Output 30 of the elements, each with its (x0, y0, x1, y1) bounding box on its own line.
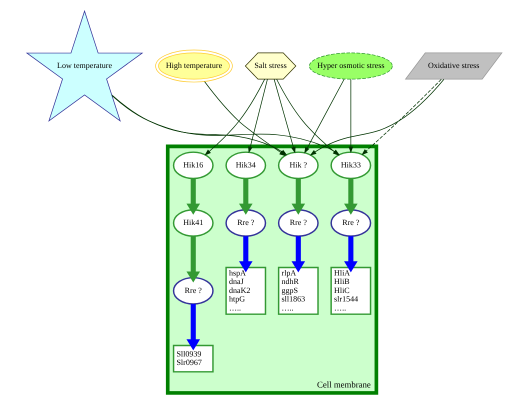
arrow (186, 236, 200, 283)
node-box: hspA dnaJ dnaK2 htpG ….. (225, 266, 266, 315)
node-box: rlpA ndhR ggpS sll1863 ….. (278, 266, 319, 315)
arrow (204, 78, 266, 156)
arrow (204, 81, 286, 156)
node-ellipse: Hik41 (172, 209, 214, 237)
node-ellipse: Rre ? (172, 276, 214, 305)
arrow (292, 178, 306, 215)
arrow (361, 79, 442, 156)
node-ellipse: Hik33 (330, 151, 372, 180)
arrow (186, 178, 200, 215)
node-ellipse: Rre ? (330, 209, 372, 237)
node-ellipse: Rre ? (278, 209, 319, 237)
node-ellipse: Hyper osmotic stress (309, 52, 393, 80)
node-box: HliA HliB HliC slr1544 ….. (330, 266, 372, 315)
arrow (239, 236, 253, 272)
node-ellipse: Rre ? (225, 209, 266, 237)
node-ellipse: Hik34 (225, 151, 266, 180)
arrow (239, 178, 253, 215)
node-ellipse: Hik16 (172, 151, 214, 180)
node-ellipse: High temperature (155, 50, 233, 82)
arrow (344, 178, 358, 215)
node-box: Sll0939 Slr0967 (172, 344, 214, 373)
arrow (304, 78, 345, 154)
arrow (344, 236, 358, 272)
arrow (186, 304, 200, 350)
arrow (292, 236, 306, 272)
arrow (248, 78, 268, 154)
arrow (274, 78, 296, 154)
arrow (348, 78, 354, 154)
